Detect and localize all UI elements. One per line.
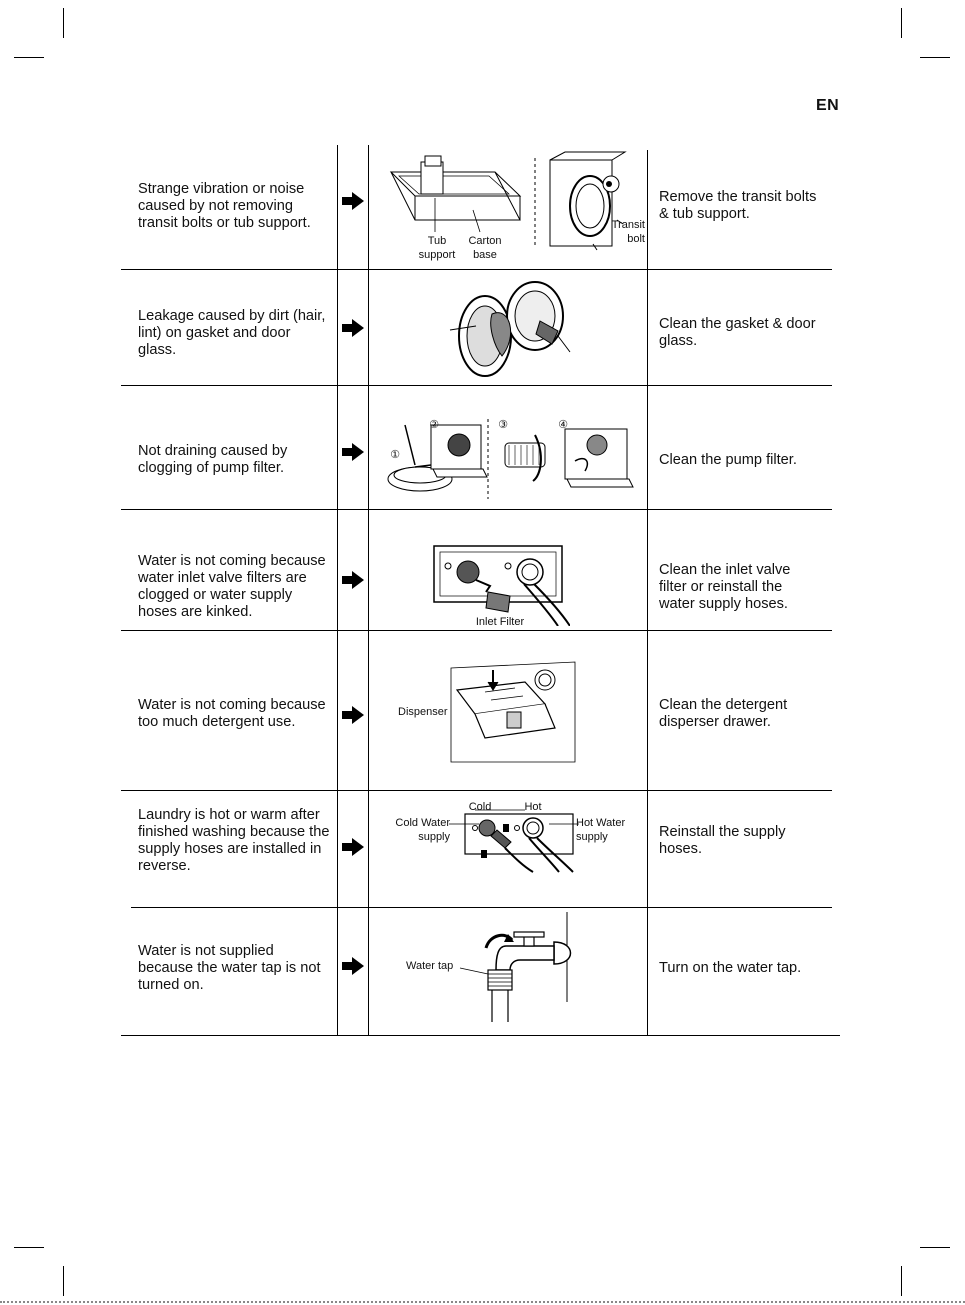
step-2-label: ② bbox=[429, 419, 439, 431]
solution-text: Turn on the water tap. bbox=[659, 960, 802, 976]
row-divider bbox=[121, 1035, 840, 1036]
gasket-cleaning-illustration bbox=[449, 281, 571, 377]
solution-text: Reinstall the supply hoses. bbox=[659, 824, 786, 857]
arrow-right-icon bbox=[342, 838, 364, 856]
cause-text: Leakage caused by dirt (hair, lint) on g… bbox=[138, 308, 326, 358]
water-tap-label: Water tap bbox=[406, 960, 454, 972]
scan-artifact bbox=[0, 1301, 965, 1303]
cause-text: Water is not coming because too much det… bbox=[138, 697, 326, 730]
crop-mark bbox=[14, 57, 44, 58]
inlet-filter-label: Inlet Filter bbox=[475, 616, 525, 628]
pump-filter-illustration bbox=[387, 419, 634, 499]
crop-mark bbox=[901, 1266, 902, 1296]
crop-mark bbox=[901, 8, 902, 38]
cause-text: Water is not coming because water inlet … bbox=[138, 553, 326, 620]
arrow-right-icon bbox=[342, 443, 364, 461]
solution-text: Clean the gasket & door glass. bbox=[659, 316, 816, 349]
arrow-right-icon bbox=[342, 192, 364, 210]
hot-label: Hot bbox=[524, 801, 542, 813]
supply-hoses-illustration bbox=[449, 809, 579, 873]
hot-water-supply-label: Hot Water supply bbox=[576, 817, 626, 843]
carton-base-label: Carton base bbox=[468, 235, 502, 261]
column-divider bbox=[647, 150, 648, 1036]
step-1-label: ① bbox=[390, 449, 400, 461]
inlet-filter-illustration bbox=[433, 545, 570, 626]
arrow-right-icon bbox=[342, 319, 364, 337]
arrow-right-icon bbox=[342, 706, 364, 724]
cause-text: Water is not supplied because the water … bbox=[138, 943, 321, 993]
crop-mark bbox=[920, 1247, 950, 1248]
solution-text: Remove the transit bolts & tub support. bbox=[659, 189, 817, 222]
language-tag: EN bbox=[816, 97, 840, 114]
crop-mark bbox=[920, 57, 950, 58]
dispenser-label: Dispenser bbox=[398, 706, 448, 718]
arrow-right-icon bbox=[342, 571, 364, 589]
column-divider bbox=[337, 145, 338, 1036]
transit-bolt-illustration bbox=[389, 151, 627, 251]
cold-water-supply-label: Cold Water supply bbox=[395, 817, 450, 843]
cause-text: Not draining caused by clogging of pump … bbox=[138, 443, 288, 476]
crop-mark bbox=[63, 8, 64, 38]
column-divider bbox=[368, 145, 369, 1036]
detergent-dispenser-illustration bbox=[450, 661, 576, 763]
cold-label: Cold bbox=[468, 801, 492, 813]
cause-text: Laundry is hot or warm after finished wa… bbox=[138, 807, 330, 874]
solution-text: Clean the pump filter. bbox=[659, 452, 797, 468]
step-4-label: ④ bbox=[558, 419, 568, 431]
row-divider bbox=[121, 509, 832, 510]
row-divider bbox=[121, 790, 832, 791]
row-divider bbox=[121, 630, 832, 631]
row-divider bbox=[131, 907, 832, 908]
row-divider bbox=[121, 385, 832, 386]
tub-support-label: Tub support bbox=[418, 235, 456, 261]
crop-mark bbox=[14, 1247, 44, 1248]
crop-mark bbox=[63, 1266, 64, 1296]
row-divider bbox=[121, 269, 832, 270]
solution-text: Clean the inlet valve filter or reinstal… bbox=[659, 562, 791, 612]
step-3-label: ③ bbox=[498, 419, 508, 431]
cause-text: Strange vibration or noise caused by not… bbox=[138, 181, 311, 231]
arrow-right-icon bbox=[342, 957, 364, 975]
transit-bolt-label: Transit bolt bbox=[611, 219, 645, 245]
water-tap-illustration bbox=[459, 912, 572, 1022]
solution-text: Clean the detergent disperser drawer. bbox=[659, 697, 788, 730]
